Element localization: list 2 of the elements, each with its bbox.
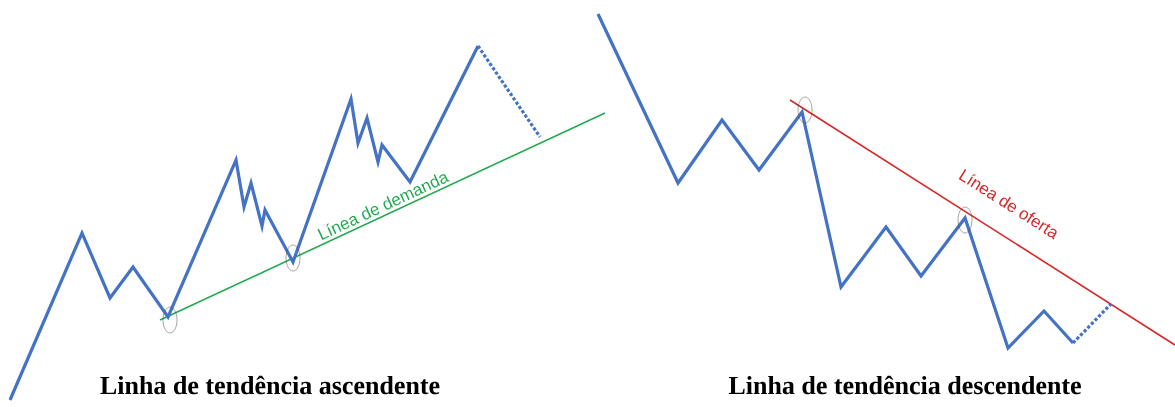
chart-caption: Linha de tendência ascendente [100,375,440,395]
chart-caption: Linha de tendência descendente [728,375,1081,395]
